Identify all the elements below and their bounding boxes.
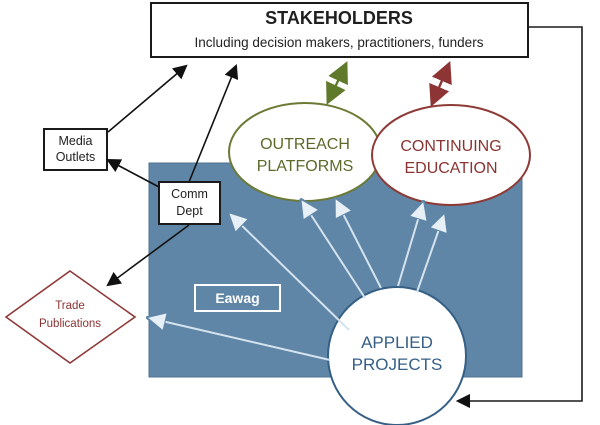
stakeholders-title: STAKEHOLDERS [265,8,413,28]
projects-to-continuing-left-arrow [397,203,423,287]
comm-dept-to-media-arrow [106,158,160,188]
projects-to-comm-dept-arrow [230,214,350,331]
outreach-platforms-line-2: PLATFORMS [257,158,354,175]
applied-projects-circle[interactable]: APPLIED PROJECTS [327,286,467,425]
stakeholders-return-connector [455,26,583,409]
eawag-label-box[interactable]: Eawag [194,284,281,312]
eawag-label: Eawag [215,290,259,306]
continuing-education-ellipse[interactable]: CONTINUING EDUCATION [371,104,531,206]
outreach-platforms-ellipse[interactable]: OUTREACH PLATFORMS [228,102,382,202]
media-to-stakeholders-arrow [107,64,188,133]
continuing-education-feedback-arrow [429,61,452,107]
projects-to-outreach-left-arrow [302,201,366,299]
continuing-education-line-1: CONTINUING [400,138,501,155]
projects-to-outreach-right-arrow [336,200,382,289]
comm-dept-line-2: Dept [176,204,203,218]
media-outlets-box[interactable]: Media Outlets [43,128,108,171]
stakeholder-feedback-arrows [326,61,452,107]
comm-dept-to-stakeholders-arrow [188,63,239,183]
applied-projects-output-arrows [149,200,444,361]
applied-projects-line-2: PROJECTS [352,355,443,374]
comm-dept-box[interactable]: Comm Dept [158,181,221,225]
comm-dept-line-1: Comm [171,187,208,201]
media-outlets-line-1: Media [58,134,92,148]
applied-projects-line-1: APPLIED [361,333,433,352]
stakeholders-box[interactable]: STAKEHOLDERS Including decision makers, … [150,2,529,58]
continuing-education-line-2: EDUCATION [404,160,497,177]
projects-to-continuing-right-arrow [416,215,444,293]
outreach-platforms-line-1: OUTREACH [260,136,350,153]
outreach-feedback-arrow [326,61,348,105]
projects-to-trade-arrow [149,318,331,361]
trade-publications-line-2: Publications [39,318,101,330]
comm-dept-to-trade-arrow [106,224,190,287]
media-outlets-line-2: Outlets [56,150,96,164]
trade-publications-line-1: Trade [55,300,85,312]
stakeholders-subtitle: Including decision makers, practitioners… [195,35,484,50]
trade-publications-diamond[interactable]: Trade Publications [4,270,137,364]
black-connector-arrows [106,63,239,287]
